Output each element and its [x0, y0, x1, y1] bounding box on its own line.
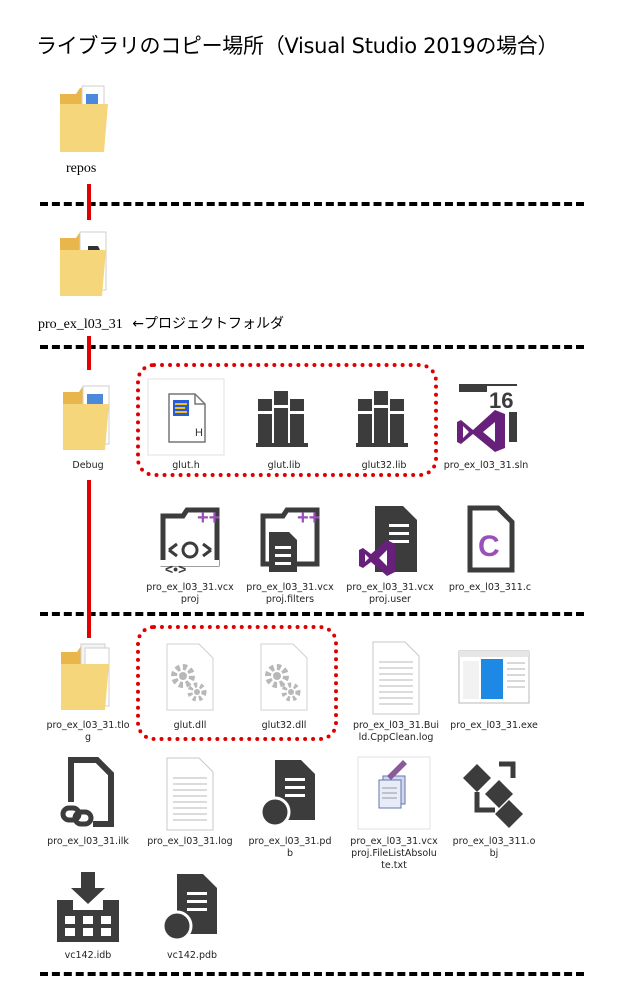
log-file[interactable]: pro_ex_l03_31.log [146, 752, 234, 848]
level-separator-3 [40, 612, 584, 616]
obj-file[interactable]: pro_ex_l03_311.obj [450, 752, 538, 860]
svg-text:++: ++ [297, 507, 320, 529]
header-file-icon: H [147, 378, 225, 456]
connector-repos-project [87, 184, 91, 220]
repos-folder-icon[interactable] [56, 82, 114, 160]
connector-debug-tlog [87, 480, 91, 638]
project-folder-icon[interactable] [56, 226, 114, 304]
level-separator-4 [40, 972, 584, 976]
c-source-icon: C [467, 505, 515, 573]
level-separator-1 [40, 202, 584, 206]
dll-gear-icon [260, 643, 308, 711]
glut32-lib-file[interactable]: glut32.lib [340, 376, 428, 472]
dll-gear-icon [166, 643, 214, 711]
vcxproj-file[interactable]: ++ <•> pro_ex_l03_31.vcxproj [146, 498, 234, 606]
svg-text:16: 16 [489, 388, 513, 413]
connector-project-debug [87, 336, 91, 370]
highlight-box-dll-files [136, 625, 338, 741]
svg-text:C: C [478, 530, 500, 563]
repos-label: repos [66, 161, 97, 176]
ilk-file[interactable]: pro_ex_l03_31.ilk [44, 752, 132, 848]
cppclean-log-file[interactable]: pro_ex_l03_31.Build.CppClean.log [352, 636, 440, 744]
library-icon [256, 391, 308, 447]
glut32-dll-file[interactable]: glut32.dll [240, 636, 328, 732]
vcxproj-filters-file[interactable]: ++ pro_ex_l03_31.vcxproj.filters [246, 498, 334, 606]
folder-icon [63, 385, 110, 450]
svg-text:<•>: <•> [165, 561, 186, 576]
vs-user-file-icon [359, 506, 417, 576]
glut-lib-file[interactable]: glut.lib [240, 376, 328, 472]
filelist-txt-file[interactable]: pro_ex_l03_31.vcxproj.FileListAbsolute.t… [350, 752, 438, 872]
idb-file-icon [57, 872, 119, 942]
visual-studio-solution-icon: 16 [457, 384, 517, 452]
svg-text:H: H [195, 427, 203, 439]
link-file-icon [60, 757, 114, 828]
filters-icon: ++ [260, 507, 320, 572]
page-title: ライブラリのコピー場所（Visual Studio 2019の場合） [36, 34, 559, 58]
pdb-file-icon [259, 760, 315, 828]
project-folder-note: ←プロジェクトフォルダ [132, 316, 284, 332]
text-file-icon [372, 641, 420, 715]
glut-dll-file[interactable]: glut.dll [146, 636, 234, 732]
pdb-file-icon [161, 874, 217, 942]
library-icon [356, 391, 408, 447]
idb-file[interactable]: vc142.idb [44, 866, 132, 962]
obj-file-icon [463, 761, 523, 828]
level-separator-2 [40, 345, 584, 349]
exe-window-icon [458, 650, 530, 704]
tlog-folder[interactable]: pro_ex_l03_31.tlog [44, 636, 132, 744]
debug-folder[interactable]: Debug [44, 376, 132, 472]
vc142-pdb-file[interactable]: vc142.pdb [148, 866, 236, 962]
glut-h-file[interactable]: H glut.h [142, 376, 230, 472]
folder-icon [61, 643, 110, 710]
solution-file[interactable]: 16 pro_ex_l03_31.sln [442, 376, 530, 472]
project-folder-label: pro_ex_l03_31 ←プロジェクトフォルダ [38, 316, 284, 332]
text-file-icon [166, 757, 214, 831]
notepad-file-icon [357, 756, 431, 830]
svg-text:++: ++ [197, 507, 220, 529]
highlight-box-lib-files [136, 363, 438, 477]
pdb-file[interactable]: pro_ex_l03_31.pdb [246, 752, 334, 860]
vcxproj-user-file[interactable]: pro_ex_l03_31.vcxproj.user [346, 498, 434, 606]
c-source-file[interactable]: C pro_ex_l03_311.c [446, 498, 534, 594]
vcxproj-icon: ++ <•> [159, 507, 220, 576]
exe-file[interactable]: pro_ex_l03_31.exe [450, 636, 538, 732]
